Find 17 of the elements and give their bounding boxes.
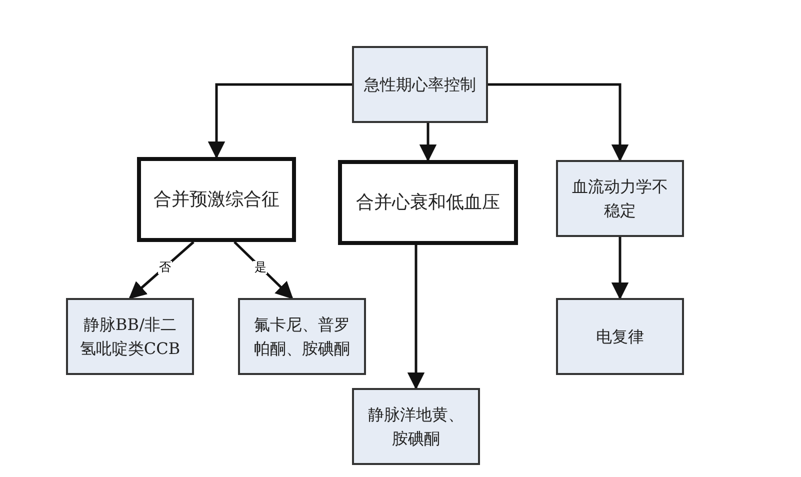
arrow — [128, 241, 194, 300]
condition-box: 合并预激综合征 — [137, 157, 296, 242]
process-box: 电复律 — [556, 298, 684, 375]
process-box: 静脉BB/非二氢吡啶类CCB — [66, 298, 194, 375]
arrow — [234, 241, 294, 300]
arrow — [611, 237, 629, 300]
edge-label: 是 — [253, 260, 268, 274]
arrow — [407, 245, 425, 390]
process-box: 急性期心率控制 — [352, 46, 488, 123]
process-box: 血流动力学不稳定 — [556, 160, 684, 237]
arrow — [208, 83, 352, 159]
process-box: 静脉洋地黄、胺碘酮 — [352, 388, 480, 465]
condition-box: 合并心衰和低血压 — [338, 160, 518, 245]
edge-label: 否 — [158, 260, 172, 274]
process-box: 氟卡尼、普罗帕酮、胺碘酮 — [238, 298, 366, 375]
arrow — [419, 123, 437, 162]
arrow — [488, 83, 629, 162]
